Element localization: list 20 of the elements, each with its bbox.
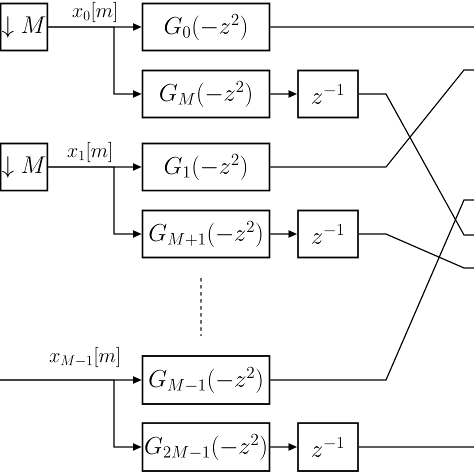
filter-box: $G_{M-1}(-z^{2})$ — [142, 355, 270, 405]
signal-line — [270, 69, 474, 168]
signal-label: $x_{M-1}[m]$ — [50, 346, 119, 368]
downsampler-box: $\downarrow M$ — [0, 2, 48, 52]
signal-line — [270, 199, 474, 381]
downsampler-box: $\downarrow M$ — [0, 142, 48, 192]
filter-box: $G_{1}(-z^{2})$ — [142, 142, 270, 192]
filter-box: $G_{0}(-z^{2})$ — [142, 2, 270, 52]
signal-line — [358, 93, 474, 236]
signal-line — [270, 26, 474, 28]
delay-box: $z^{-1}$ — [297, 422, 359, 472]
filter-box: $G_{2M-1}(-z^{2})$ — [142, 422, 270, 472]
signal-line — [358, 233, 474, 269]
filter-box: $G_{M+1}(-z^{2})$ — [142, 210, 270, 258]
delay-box: $z^{-1}$ — [297, 210, 359, 258]
delay-box: $z^{-1}$ — [297, 70, 359, 118]
signal-label: $x_{1}[m]$ — [67, 142, 111, 162]
filter-box: $G_{M}(-z^{2})$ — [142, 70, 270, 118]
signal-line — [358, 446, 474, 448]
signal-label: $x_{0}[m]$ — [72, 2, 116, 22]
